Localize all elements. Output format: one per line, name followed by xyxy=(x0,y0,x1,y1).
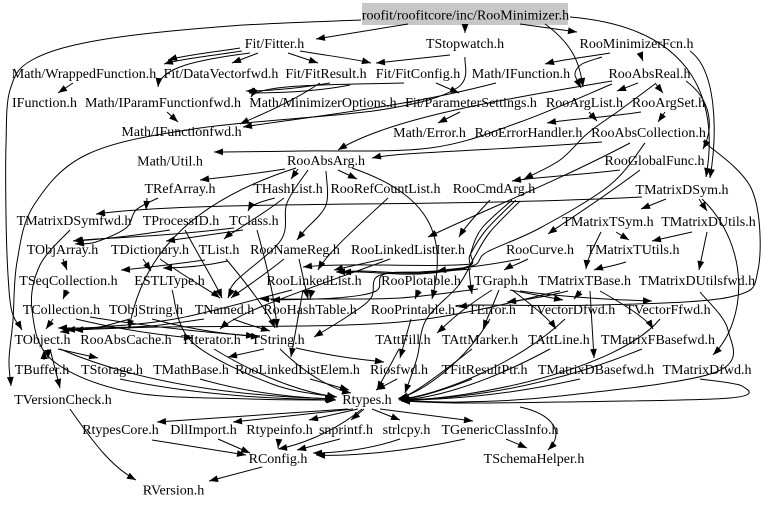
svg-text:RooAbsCollection.h: RooAbsCollection.h xyxy=(591,126,706,141)
svg-text:TList.h: TList.h xyxy=(199,243,240,258)
svg-text:RooLinkedList.h: RooLinkedList.h xyxy=(266,274,361,289)
svg-text:TBuffer.h: TBuffer.h xyxy=(15,363,70,378)
svg-text:TSeqCollection.h: TSeqCollection.h xyxy=(19,274,117,289)
svg-text:RooGlobalFunc.h: RooGlobalFunc.h xyxy=(605,154,705,169)
svg-text:TObjString.h: TObjString.h xyxy=(109,303,183,318)
svg-text:TVersionCheck.h: TVersionCheck.h xyxy=(14,393,112,408)
svg-text:RooLinkedListElem.h: RooLinkedListElem.h xyxy=(235,363,360,378)
svg-text:TMatrixFBasefwd.h: TMatrixFBasefwd.h xyxy=(601,333,715,348)
svg-text:TClass.h: TClass.h xyxy=(229,214,278,229)
svg-text:TMatrixTBase.h: TMatrixTBase.h xyxy=(538,274,631,289)
svg-text:RooErrorHandler.h: RooErrorHandler.h xyxy=(475,126,583,141)
svg-text:TObjArray.h: TObjArray.h xyxy=(27,243,99,258)
svg-text:TNamed.h: TNamed.h xyxy=(195,303,254,318)
svg-text:TGraph.h: TGraph.h xyxy=(474,274,528,289)
svg-text:RooNameReg.h: RooNameReg.h xyxy=(250,243,340,258)
svg-text:THashList.h: THashList.h xyxy=(253,182,323,197)
svg-text:snprintf.h: snprintf.h xyxy=(319,423,373,438)
svg-text:RooCmdArg.h: RooCmdArg.h xyxy=(453,182,536,197)
svg-text:RtypesCore.h: RtypesCore.h xyxy=(82,423,159,438)
svg-text:TMatrixDUtilsfwd.h: TMatrixDUtilsfwd.h xyxy=(639,274,755,289)
svg-text:TVectorDfwd.h: TVectorDfwd.h xyxy=(528,303,615,318)
svg-text:RConfig.h: RConfig.h xyxy=(249,452,308,467)
svg-text:Math/WrappedFunction.h: Math/WrappedFunction.h xyxy=(12,67,156,82)
svg-text:TRefArray.h: TRefArray.h xyxy=(144,182,215,197)
svg-text:strlcpy.h: strlcpy.h xyxy=(383,423,431,438)
svg-text:RooHashTable.h: RooHashTable.h xyxy=(263,303,357,318)
svg-text:Rtypeinfo.h: Rtypeinfo.h xyxy=(246,423,313,438)
svg-text:Fit/DataVectorfwd.h: Fit/DataVectorfwd.h xyxy=(164,67,279,82)
svg-text:RooRefCountList.h: RooRefCountList.h xyxy=(330,182,440,197)
svg-text:RooLinkedListIter.h: RooLinkedListIter.h xyxy=(351,243,465,258)
svg-text:TAttMarker.h: TAttMarker.h xyxy=(442,333,518,348)
svg-text:RooArgList.h: RooArgList.h xyxy=(546,96,623,111)
svg-text:TSchemaHelper.h: TSchemaHelper.h xyxy=(484,452,585,467)
svg-text:Fit/Fitter.h: Fit/Fitter.h xyxy=(245,37,305,52)
svg-text:TObject.h: TObject.h xyxy=(14,333,70,348)
svg-text:RooAbsArg.h: RooAbsArg.h xyxy=(287,154,365,169)
svg-text:RooPlotable.h: RooPlotable.h xyxy=(381,274,461,289)
svg-text:ESTLType.h: ESTLType.h xyxy=(134,274,204,289)
svg-text:TMatrixDBasefwd.h: TMatrixDBasefwd.h xyxy=(538,363,654,378)
svg-text:TVectorFfwd.h: TVectorFfwd.h xyxy=(625,303,710,318)
svg-text:Rtypes.h: Rtypes.h xyxy=(342,393,391,408)
svg-text:TError.h: TError.h xyxy=(468,303,516,318)
svg-text:IFunction.h: IFunction.h xyxy=(12,96,77,111)
svg-text:RooPrintable.h: RooPrintable.h xyxy=(371,303,455,318)
svg-text:TAttFill.h: TAttFill.h xyxy=(375,333,430,348)
svg-text:RooMinimizerFcn.h: RooMinimizerFcn.h xyxy=(580,37,694,52)
svg-text:Fit/FitConfig.h: Fit/FitConfig.h xyxy=(376,67,460,82)
svg-text:TStorage.h: TStorage.h xyxy=(81,363,143,378)
svg-text:TCollection.h: TCollection.h xyxy=(23,303,100,318)
svg-text:Fit/ParameterSettings.h: Fit/ParameterSettings.h xyxy=(405,96,537,111)
svg-text:Fit/FitResult.h: Fit/FitResult.h xyxy=(285,67,366,82)
svg-text:TDictionary.h: TDictionary.h xyxy=(111,243,189,258)
svg-text:TGenericClassInfo.h: TGenericClassInfo.h xyxy=(441,423,558,438)
svg-text:RooCurve.h: RooCurve.h xyxy=(506,243,574,258)
svg-text:TMatrixDSym.h: TMatrixDSym.h xyxy=(636,183,729,198)
svg-text:RooAbsCache.h: RooAbsCache.h xyxy=(80,333,171,348)
svg-text:RVersion.h: RVersion.h xyxy=(143,484,205,499)
svg-text:TString.h: TString.h xyxy=(251,333,304,348)
svg-text:Math/Util.h: Math/Util.h xyxy=(137,155,203,170)
svg-text:TMatrixDUtils.h: TMatrixDUtils.h xyxy=(661,215,756,230)
svg-text:TStopwatch.h: TStopwatch.h xyxy=(426,37,504,52)
svg-text:roofit/roofitcore/inc/RooMinim: roofit/roofitcore/inc/RooMinimizer.h xyxy=(362,9,569,24)
svg-text:DllImport.h: DllImport.h xyxy=(170,423,237,438)
svg-text:TMatrixDfwd.h: TMatrixDfwd.h xyxy=(662,363,751,378)
svg-text:TMatrixTUtils.h: TMatrixTUtils.h xyxy=(587,243,680,258)
svg-text:TMatrixTSym.h: TMatrixTSym.h xyxy=(562,215,653,230)
svg-text:TProcessID.h: TProcessID.h xyxy=(143,214,220,229)
svg-text:TIterator.h: TIterator.h xyxy=(181,333,240,348)
svg-text:TAttLine.h: TAttLine.h xyxy=(528,333,589,348)
svg-text:Riosfwd.h: Riosfwd.h xyxy=(370,363,428,378)
svg-text:TMatrixDSymfwd.h: TMatrixDSymfwd.h xyxy=(17,214,132,229)
svg-text:RooArgSet.h: RooArgSet.h xyxy=(632,96,705,111)
svg-text:Math/IFunction.h: Math/IFunction.h xyxy=(472,67,570,82)
svg-text:Math/IParamFunctionfwd.h: Math/IParamFunctionfwd.h xyxy=(85,96,241,111)
svg-text:TFitResultPtr.h: TFitResultPtr.h xyxy=(442,363,528,378)
svg-text:Math/MinimizerOptions.h: Math/MinimizerOptions.h xyxy=(249,96,396,111)
svg-text:RooAbsReal.h: RooAbsReal.h xyxy=(608,67,690,82)
svg-text:TMathBase.h: TMathBase.h xyxy=(153,363,229,378)
svg-text:Math/Error.h: Math/Error.h xyxy=(393,126,466,141)
svg-text:Math/IFunctionfwd.h: Math/IFunctionfwd.h xyxy=(121,125,241,140)
